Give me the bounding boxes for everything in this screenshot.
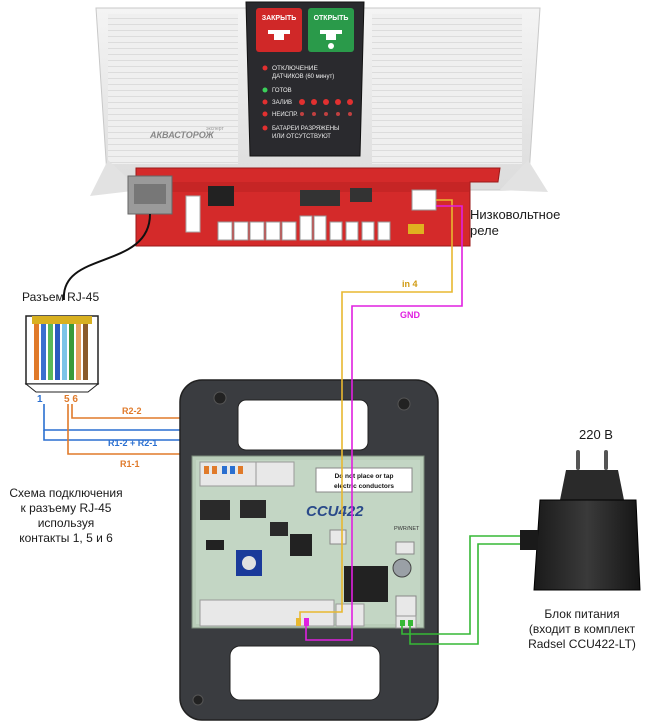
wire-label-r1-1: R1-1 <box>120 459 140 469</box>
warning-label-1: Do not place or tap <box>335 473 394 480</box>
side-connector <box>185 195 201 233</box>
case-ribs-left <box>108 14 238 164</box>
model-label: эксперт <box>206 126 224 132</box>
pwr-net-label: PWR/NET <box>394 526 420 532</box>
led-battery <box>262 125 268 131</box>
wire-label-gnd: GND <box>400 310 421 320</box>
voltage-label: 220 В <box>579 427 613 442</box>
sensor-connectors <box>217 215 391 241</box>
status-fault-label: НЕИСПР. <box>272 112 298 118</box>
svg-text:(входит в комплект: (входит в комплект <box>529 622 636 636</box>
pin-56-label: 5 6 <box>64 394 78 405</box>
battery-label: БАТАРЕИ РАЗРЯЖЕНЫ <box>272 126 339 132</box>
wire-gnd <box>305 205 463 641</box>
yellow-component <box>408 224 424 234</box>
rj45-title: Разъем RJ-45 <box>22 290 99 304</box>
case-ribs-right <box>372 14 522 164</box>
wire-in4 <box>299 199 453 626</box>
psu-caption: Блок питания (входит в комплект Radsel C… <box>528 607 636 651</box>
svg-text:контакты 1, 5 и 6: контакты 1, 5 и 6 <box>19 531 113 545</box>
power-wires <box>401 535 520 645</box>
water-drop-icon <box>328 43 334 49</box>
leak-zone-leds <box>299 99 353 105</box>
rj45-connector <box>24 315 100 393</box>
status-ready-label: ГОТОВ <box>272 88 292 94</box>
relay-wires <box>299 199 463 641</box>
svg-text:Radsel CCU422-LT): Radsel CCU422-LT) <box>528 637 636 651</box>
relay-label-2: реле <box>470 223 499 238</box>
led-ready <box>262 87 268 93</box>
pcb-shadow <box>136 182 470 192</box>
tap-closed-icon <box>268 30 290 40</box>
relay-label-1: Низковольтное <box>470 207 560 222</box>
power-supply <box>520 450 641 591</box>
tap-open-icon <box>320 30 342 40</box>
ccu-model-label: CCU422 <box>306 503 364 520</box>
wire-label-r2-2: R2-2 <box>122 406 142 416</box>
battery-sub: ИЛИ ОТСУТСТВУЮТ <box>272 134 331 140</box>
rj45-socket-hole <box>134 184 166 204</box>
brand-logo: АКВАСТОРОЖ <box>149 130 214 140</box>
terminal-block-bottom <box>199 599 417 629</box>
wire-label-in4: in 4 <box>402 279 418 289</box>
scheme-caption: Схема подключения к разъему RJ-45 исполь… <box>9 486 122 545</box>
ccu422-device: Do not place or tap electric conductors … <box>179 379 439 721</box>
svg-text:к разъему RJ-45: к разъему RJ-45 <box>21 501 112 515</box>
terminal-block-top <box>199 461 295 487</box>
warning-label-2: electric conductors <box>334 483 394 490</box>
led-disable <box>262 65 268 71</box>
close-button-label: ЗАКРЫТЬ <box>262 15 297 22</box>
relay-connector <box>411 189 437 211</box>
disable-sensors-sub: ДАТЧИКОВ (60 минут) <box>272 74 334 80</box>
status-leak-label: ЗАЛИВ <box>272 100 292 106</box>
pin-1-label: 1 <box>37 394 43 405</box>
case-fin-right <box>500 160 548 192</box>
chip-1 <box>208 186 234 206</box>
svg-text:Блок питания: Блок питания <box>544 607 619 621</box>
chip-2 <box>300 190 340 206</box>
svg-text:Схема подключения: Схема подключения <box>9 486 122 500</box>
chip-3 <box>350 188 372 202</box>
svg-text:используя: используя <box>38 516 95 530</box>
disable-sensors-label: ОТКЛЮЧЕНИЕ <box>272 65 318 72</box>
wire-label-r1-2-r2-1: R1-2 + R2-1 <box>108 438 157 448</box>
open-button-label: ОТКРЫТЬ <box>314 15 349 22</box>
led-leak <box>262 99 268 105</box>
fault-zone-leds <box>300 112 352 116</box>
black-cable <box>62 213 151 301</box>
leak-controller: ЗАКРЫТЬ ОТКРЫТЬ ОТКЛЮЧЕНИЕ ДАТЧИКОВ (60 … <box>90 1 548 247</box>
led-fault <box>262 111 268 117</box>
